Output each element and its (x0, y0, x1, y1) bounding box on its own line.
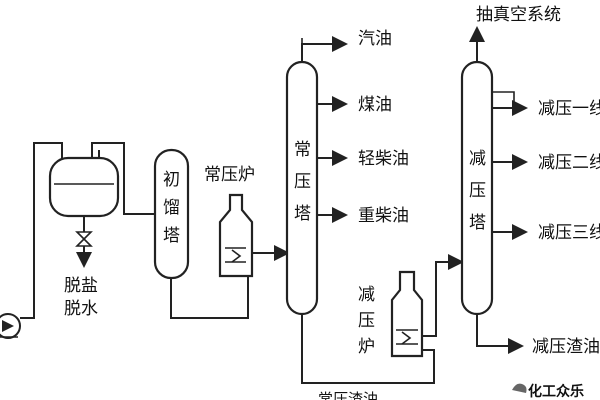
kerosene-label: 煤油 (358, 95, 392, 115)
feed-pump-icon (0, 313, 21, 339)
wechat-icon (512, 383, 527, 393)
pre-flash-tower-char-2: 馏 (163, 198, 180, 218)
watermark: 化工众乐 (512, 383, 584, 400)
vacuum-system-label: 抽真空系统 (476, 5, 561, 25)
heavy-diesel-label: 重柴油 (358, 206, 409, 226)
watermark-text: 化工众乐 (528, 383, 584, 400)
desalt-label-line2: 脱水 (64, 299, 98, 319)
atm-residue-label: 常压渣油 (318, 390, 378, 400)
light-diesel-label: 轻柴油 (358, 149, 409, 169)
vac-1-label: 减压一线 (538, 99, 600, 119)
feed-line (20, 142, 63, 319)
vac-residue-label: 减压渣油 (532, 337, 600, 357)
vac-tower-char-2: 压 (469, 181, 486, 201)
pre-flash-tower-char-1: 初 (163, 170, 180, 190)
vac-3-label: 减压三线 (538, 223, 600, 243)
pre-flash-tower-char-3: 塔 (163, 226, 180, 246)
vac-furnace-char-2: 压 (358, 311, 375, 331)
vac-tower-char-3: 塔 (469, 213, 486, 233)
vac-furnace-to-tower-line (422, 254, 464, 337)
vacuum-furnace (390, 270, 424, 358)
gasoline-label: 汽油 (358, 29, 392, 49)
vac-furnace-char-1: 减 (358, 285, 375, 305)
gasoline-line (301, 36, 348, 62)
atm-tower-char-2: 压 (294, 172, 311, 192)
atm-tower-char-3: 塔 (294, 204, 311, 224)
desalter-vessel (48, 156, 120, 268)
atm-bottom-line (301, 314, 435, 384)
desalt-label-line1: 脱盐 (64, 276, 98, 296)
desalter-outlet-line (91, 142, 158, 215)
atmospheric-furnace (218, 193, 254, 278)
vac-1-recycle (492, 91, 515, 108)
vac-residue-line (476, 314, 524, 354)
vac-furnace-char-3: 炉 (358, 337, 375, 357)
vac-2-label: 减压二线 (538, 153, 600, 173)
atm-furnace-label: 常压炉 (204, 165, 255, 185)
atm-tower-char-1: 常 (294, 140, 311, 160)
vac-tower-char-1: 减 (469, 149, 486, 169)
